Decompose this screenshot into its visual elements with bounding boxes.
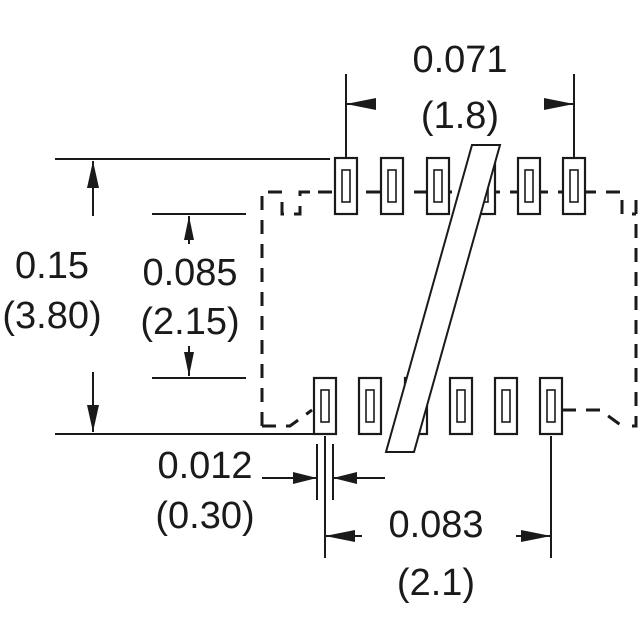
break-symbol <box>384 144 502 453</box>
top-pitch-span-mm-label: (1.8) <box>421 95 499 137</box>
lead-width-mm-label: (0.30) <box>155 495 254 537</box>
extension-lines <box>55 74 575 558</box>
top-lead-1 <box>333 156 359 216</box>
body-height-mm-label: (2.15) <box>140 301 239 343</box>
bottom-lead-5 <box>493 376 519 436</box>
top-lead-6 <box>561 156 587 216</box>
top-lead-3 <box>425 156 451 216</box>
bottom-lead-2 <box>357 376 383 436</box>
bottom-pitch-span-inch-label: 0.083 <box>388 504 483 546</box>
lead-width-inch-label: 0.012 <box>157 445 252 487</box>
overall-height-inch-label: 0.15 <box>15 245 89 287</box>
bottom-lead-6 <box>538 376 564 436</box>
top-lead-2 <box>379 156 405 216</box>
bottom-pitch-span-mm-label: (2.1) <box>397 562 475 604</box>
overall-height-mm-label: (3.80) <box>2 295 101 337</box>
dimension-arrows <box>87 98 574 542</box>
bottom-lead-row <box>312 376 564 436</box>
bottom-lead-1 <box>312 376 338 436</box>
bottom-lead-4 <box>448 376 474 436</box>
top-pitch-span-inch-label: 0.071 <box>412 39 507 81</box>
body-height-inch-label: 0.085 <box>142 252 237 294</box>
top-lead-5 <box>516 156 542 216</box>
